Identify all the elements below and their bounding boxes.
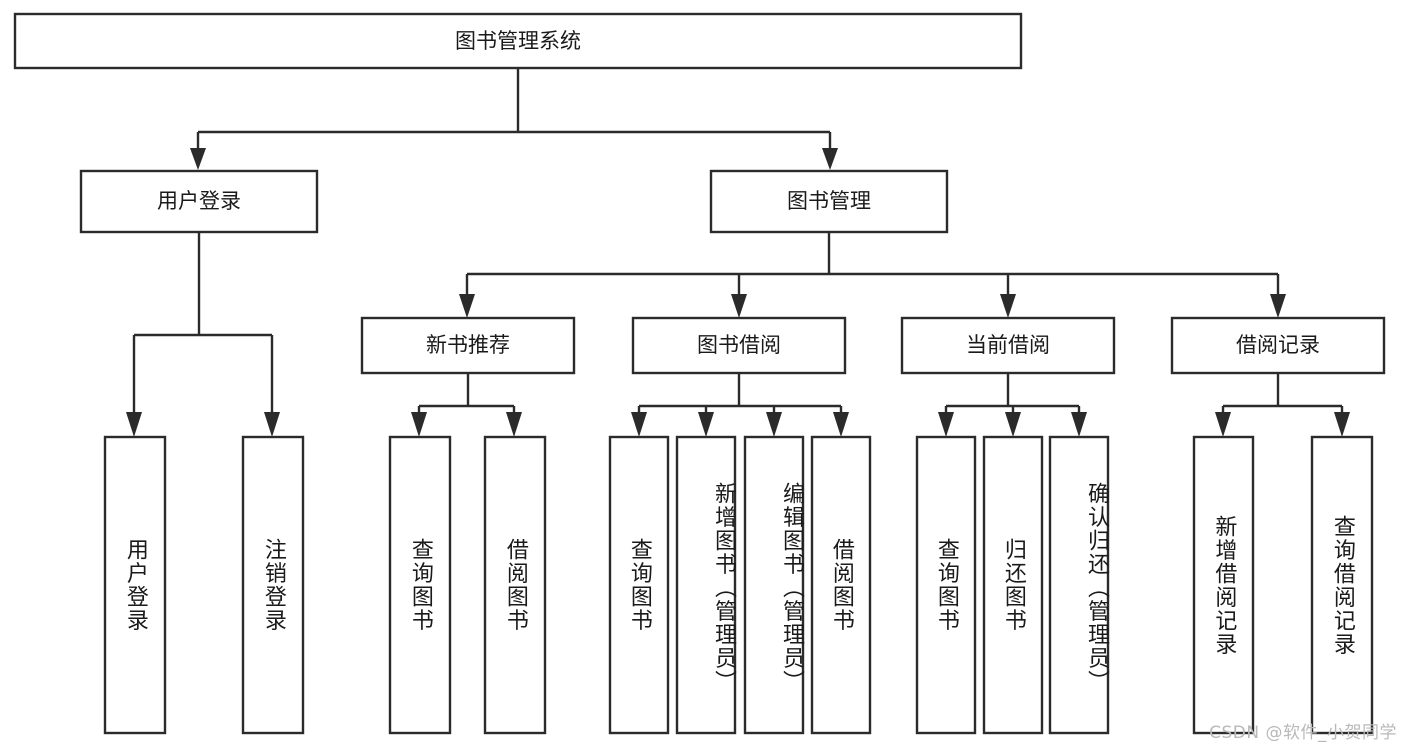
current-borrow-box[interactable]	[900, 316, 1116, 375]
arrow-leaf-borrow-record-1	[1334, 412, 1350, 437]
arrow-to-book-borrow	[731, 294, 747, 318]
arrow-leaf-current-borrow-0	[938, 412, 954, 437]
arrow-leaf-user-login-1	[264, 412, 280, 437]
node-book-manage[interactable]: 图书管理	[709, 169, 949, 234]
arrow-to-current-borrow	[1000, 294, 1016, 318]
csdn-watermark: CSDN @软件_小贺同学	[1209, 723, 1397, 743]
node-user-login[interactable]: 用户登录	[79, 169, 319, 234]
arrow-to-book-manage	[822, 148, 838, 170]
arrow-to-new-book	[459, 294, 475, 318]
leaf-box-book-borrow-0[interactable]	[608, 435, 670, 735]
arrow-leaf-user-login-0	[126, 412, 142, 437]
arrow-leaf-new-book-0	[411, 412, 427, 437]
book-manage-label: 图书管理	[787, 189, 871, 213]
arrow-leaf-book-borrow-0	[631, 412, 647, 437]
user-login-label: 用户登录	[157, 189, 241, 213]
node-book-borrow[interactable]: 图书借阅	[631, 316, 847, 375]
book-borrow-label: 图书借阅	[697, 333, 781, 357]
arrow-leaf-book-borrow-3	[833, 412, 849, 437]
node-root[interactable]: 图书管理系统	[13, 12, 1023, 70]
leaf-box-book-borrow-3[interactable]	[810, 435, 872, 735]
book-manage-box[interactable]	[709, 169, 949, 234]
leaf-box-current-borrow-0[interactable]	[915, 435, 977, 735]
node-current-borrow[interactable]: 当前借阅	[900, 316, 1116, 375]
leaf-box-book-borrow-1[interactable]	[675, 435, 737, 735]
current-borrow-label: 当前借阅	[966, 333, 1050, 357]
root-label: 图书管理系统	[455, 29, 581, 53]
arrow-leaf-current-borrow-2	[1071, 412, 1087, 437]
leaf-box-user-login-0[interactable]	[103, 435, 167, 735]
leaf-box-book-borrow-2[interactable]	[743, 435, 805, 735]
arrow-leaf-book-borrow-2	[766, 412, 782, 437]
leaf-box-current-borrow-1[interactable]	[982, 435, 1044, 735]
leaf-box-user-login-1[interactable]	[241, 435, 305, 735]
arrow-leaf-borrow-record-0	[1215, 412, 1231, 437]
root-box[interactable]	[13, 12, 1023, 70]
new-book-recommend-box[interactable]	[360, 316, 576, 375]
arrow-leaf-new-book-1	[506, 412, 522, 437]
leaf-box-new-book-0[interactable]	[388, 435, 452, 735]
leaf-box-new-book-1[interactable]	[483, 435, 547, 735]
arrow-to-user-login	[190, 148, 206, 170]
borrow-record-box[interactable]	[1170, 316, 1386, 375]
node-borrow-record[interactable]: 借阅记录	[1170, 316, 1386, 375]
node-new-book-recommend[interactable]: 新书推荐	[360, 316, 576, 375]
new-book-recommend-label: 新书推荐	[426, 333, 510, 357]
borrow-record-label: 借阅记录	[1236, 333, 1320, 357]
leaf-box-current-borrow-2[interactable]	[1048, 435, 1110, 735]
arrow-to-borrow-record	[1270, 294, 1286, 318]
arrow-leaf-book-borrow-1	[698, 412, 714, 437]
arrow-leaf-current-borrow-1	[1005, 412, 1021, 437]
leaf-box-borrow-record-1[interactable]	[1310, 435, 1374, 735]
book-borrow-box[interactable]	[631, 316, 847, 375]
leaf-box-borrow-record-0[interactable]	[1192, 435, 1255, 735]
